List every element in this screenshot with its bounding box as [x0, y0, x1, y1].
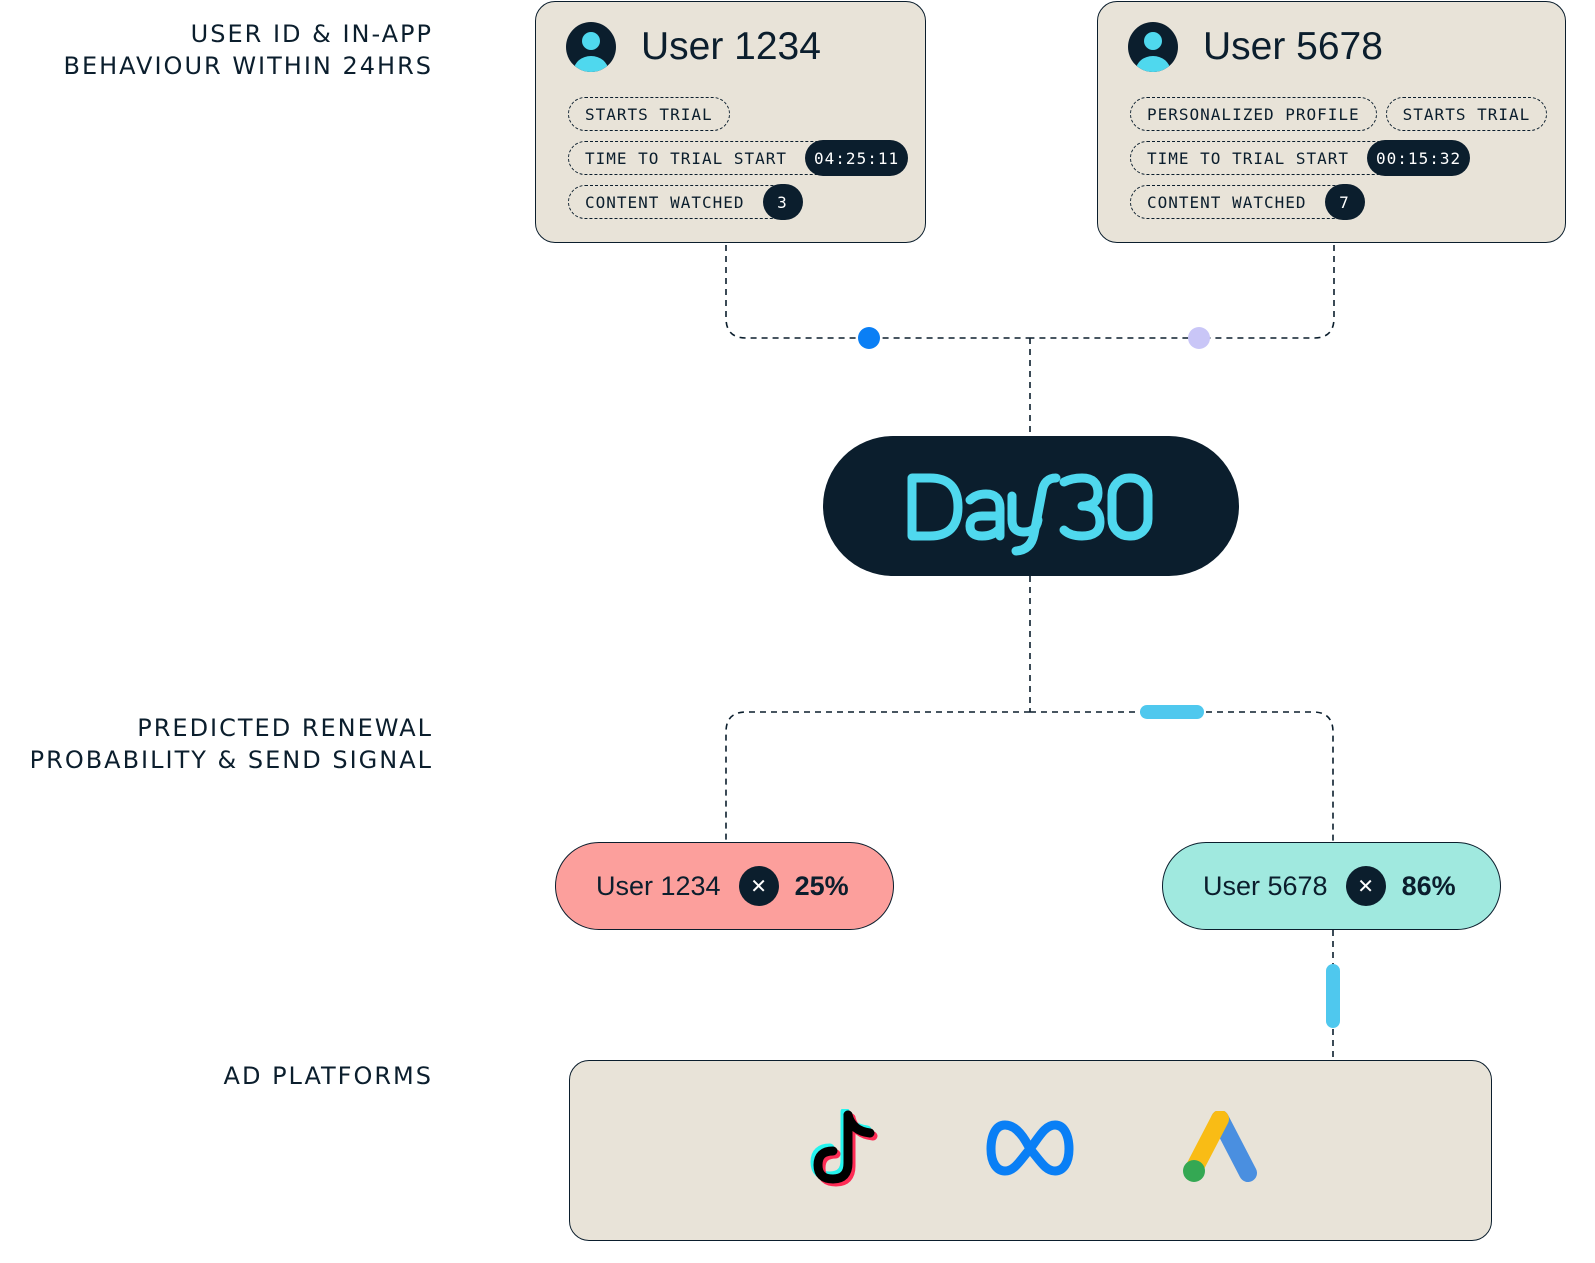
result-pill-user-5678: User 5678 ✕ 86%: [1162, 842, 1501, 930]
tag-row: TIME TO TRIAL START 00:15:32: [1130, 140, 1556, 176]
google-ads-icon: [1183, 1111, 1257, 1182]
tag-value: 00:15:32: [1367, 140, 1471, 176]
result-user: User 5678: [1203, 870, 1328, 901]
ad-platforms-box: [569, 1060, 1492, 1241]
tag-row: STARTS TRIAL: [568, 96, 907, 132]
day30-hub: Day30: [823, 436, 1239, 576]
section-label-line: PROBABILITY & SEND SIGNAL: [29, 746, 433, 774]
signal-pulse-horizontal: [1140, 705, 1204, 719]
tag-label: CONTENT WATCHED: [585, 192, 745, 212]
section-label-input: USER ID & IN-APP BEHAVIOUR WITHIN 24HRS: [64, 18, 434, 82]
close-icon: ✕: [738, 866, 779, 906]
tag-content-watched: CONTENT WATCHED 7: [1130, 184, 1365, 220]
result-user: User 1234: [596, 870, 721, 901]
section-label-prediction: PREDICTED RENEWAL PROBABILITY & SEND SIG…: [30, 712, 433, 776]
user-title: User 5678: [1203, 25, 1383, 68]
tag-personalized-profile: PERSONALIZED PROFILE: [1130, 97, 1377, 131]
user-card: User 1234 STARTS TRIAL TIME TO TRIAL STA…: [535, 1, 926, 243]
connector-user-5678: [1030, 245, 1335, 339]
tag-starts-trial: STARTS TRIAL: [1385, 97, 1548, 131]
tag-row: PERSONALIZED PROFILE STARTS TRIAL: [1130, 96, 1556, 132]
tag-value: 7: [1324, 184, 1365, 220]
signal-dot-blue: [858, 327, 880, 349]
connector-to-result-5678: [1030, 711, 1334, 842]
tag-time-to-trial: TIME TO TRIAL START 00:15:32: [1130, 140, 1471, 176]
result-probability: 25%: [794, 870, 849, 901]
tag-time-to-trial: TIME TO TRIAL START 04:25:11: [568, 140, 909, 176]
user-card: User 5678 PERSONALIZED PROFILE STARTS TR…: [1097, 1, 1566, 243]
card-header: User 1234: [566, 22, 821, 72]
result-pill-user-1234: User 1234 ✕ 25%: [555, 842, 894, 930]
tag-value: 3: [762, 184, 803, 220]
result-probability: 86%: [1401, 870, 1456, 901]
user-avatar-icon: [1128, 22, 1178, 72]
user-avatar-icon: [566, 22, 616, 72]
tag-starts-trial: STARTS TRIAL: [568, 97, 730, 131]
day30-logo: [907, 473, 1153, 556]
section-label-line: AD PLATFORMS: [223, 1062, 433, 1090]
close-icon: ✕: [1345, 866, 1386, 906]
meta-icon: [986, 1120, 1074, 1176]
behaviour-tags: STARTS TRIAL TIME TO TRIAL START 04:25:1…: [568, 96, 909, 228]
tag-label: TIME TO TRIAL START: [585, 148, 788, 168]
section-label-ads: AD PLATFORMS: [224, 1060, 433, 1092]
tag-label: CONTENT WATCHED: [1147, 192, 1307, 212]
signal-dot-lilac: [1188, 327, 1210, 349]
signal-pulse-vertical: [1326, 964, 1340, 1028]
tag-row: CONTENT WATCHED 7: [1130, 184, 1556, 220]
connector-user-1234: [725, 245, 1030, 339]
tag-value: 04:25:11: [805, 140, 909, 176]
tag-label: TIME TO TRIAL START: [1147, 148, 1350, 168]
tag-row: CONTENT WATCHED 3: [568, 184, 907, 220]
behaviour-tags: PERSONALIZED PROFILE STARTS TRIAL TIME T…: [1130, 96, 1556, 228]
connector-to-result-1234: [725, 711, 1030, 842]
tag-row: TIME TO TRIAL START 04:25:11: [568, 140, 909, 176]
tag-content-watched: CONTENT WATCHED 3: [568, 184, 803, 220]
section-label-line: USER ID & IN-APP: [190, 20, 433, 48]
section-label-line: PREDICTED RENEWAL: [137, 714, 433, 742]
tiktok-icon: [810, 1109, 878, 1187]
card-header: User 5678: [1128, 22, 1383, 72]
user-title: User 1234: [641, 25, 821, 68]
section-label-line: BEHAVIOUR WITHIN 24HRS: [63, 52, 433, 80]
